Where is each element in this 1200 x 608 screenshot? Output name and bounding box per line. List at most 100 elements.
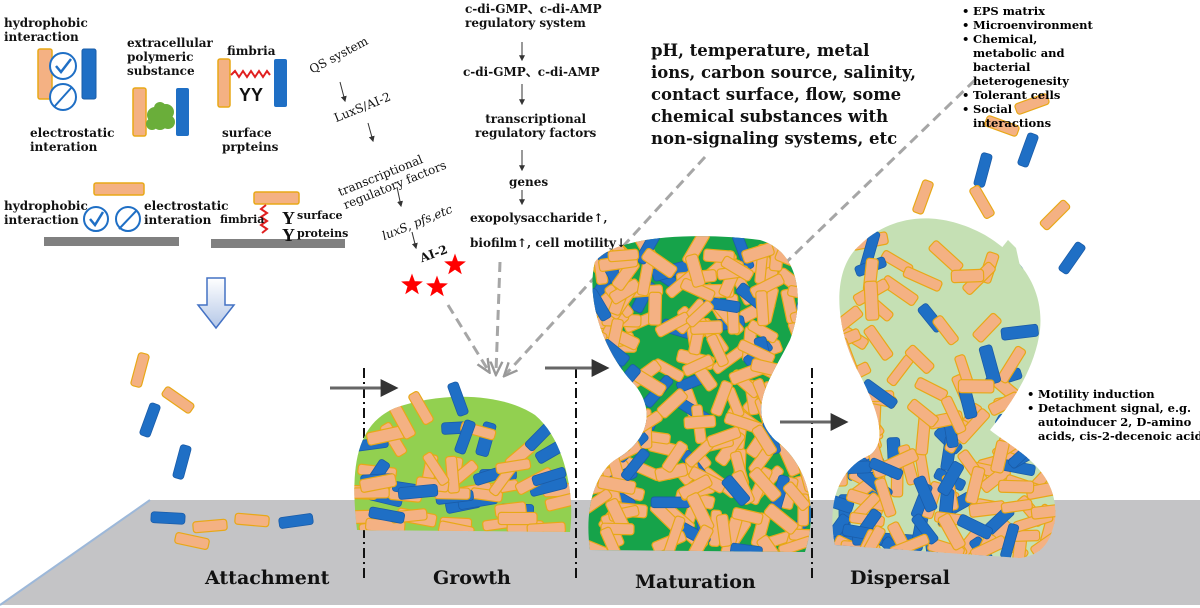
orange-bacterium — [588, 488, 613, 517]
qs-arrows — [339, 81, 418, 250]
orange-bacterium — [526, 521, 566, 532]
orange-bacterium — [957, 379, 995, 394]
maturation-factor-item: Tolerant cells — [962, 88, 1093, 102]
cdi-step-transcriptional: transcriptional regulatory factors — [475, 112, 597, 140]
legend-hydrophobic-top: hydrophobic interaction — [4, 16, 88, 44]
orange-bacterium — [940, 395, 967, 435]
orange-bacterium — [955, 408, 991, 445]
blue-bacterium — [978, 344, 1001, 385]
orange-bacterium — [161, 386, 195, 414]
blue-bacterium — [1000, 323, 1039, 341]
orange-bacterium — [731, 507, 764, 525]
blue-bacterium — [868, 457, 904, 481]
orange-bacterium — [778, 535, 811, 552]
orange-bacterium — [763, 503, 799, 535]
orange-bacterium — [950, 268, 985, 284]
maturation-factor-item: Social interactions — [962, 102, 1093, 130]
maturation-factor-item: Chemical, metabolic and bacterial hetero… — [962, 32, 1093, 88]
blue-bacterium — [368, 506, 406, 524]
orange-bacterium — [602, 416, 643, 434]
orange-bacterium — [641, 247, 678, 279]
legend-surface-top: surface prpteins — [222, 126, 279, 154]
orange-bacterium — [588, 372, 613, 404]
down-block-arrow — [196, 277, 236, 330]
orange-bacterium — [932, 315, 959, 346]
orange-bacterium — [588, 388, 607, 415]
orange-bacterium — [1039, 199, 1071, 231]
orange-bacterium — [776, 395, 805, 424]
orange-bacterium — [997, 345, 1027, 384]
dispersal-factor-item: Detachment signal, e.g. autoinducer 2, D… — [1027, 401, 1200, 443]
orange-bacterium — [654, 311, 691, 338]
orange-bacterium — [874, 477, 897, 518]
orange-bacterium — [832, 432, 859, 454]
stage-label-dispersal: Dispersal — [850, 567, 951, 589]
blue-bacterium — [1000, 523, 1020, 558]
legend-surface-bottom: surface — [297, 209, 343, 222]
orange-bacterium — [715, 513, 732, 548]
dispersal-factor-item: Motility induction — [1027, 387, 1200, 401]
svg-text:Y: Y — [282, 208, 295, 228]
orange-bacterium — [907, 398, 939, 428]
orange-bacterium — [863, 280, 880, 321]
legend-electrostatic-top: electrostatic interation — [30, 126, 115, 154]
orange-bacterium — [1027, 440, 1056, 465]
orange-bacterium — [779, 236, 811, 261]
orange-bacterium — [607, 248, 640, 263]
blue-bacterium — [832, 492, 855, 514]
orange-bacterium — [422, 451, 450, 486]
maturation-factor-item: Microenvironment — [962, 18, 1093, 32]
orange-bacterium — [408, 391, 434, 425]
orange-bacterium — [617, 413, 633, 452]
blue-bacterium — [1018, 243, 1050, 270]
orange-bacterium — [747, 319, 779, 344]
orange-bacterium — [1000, 498, 1033, 514]
orange-bacterium — [588, 426, 609, 460]
maturation-factors-list: EPS matrixMicroenvironmentChemical, meta… — [960, 4, 1093, 130]
orange-bacterium — [990, 439, 1010, 474]
orange-bacterium — [798, 367, 811, 409]
blue-bacterium — [937, 461, 964, 496]
orange-bacterium — [495, 458, 532, 475]
orange-bacterium — [359, 473, 398, 493]
stage-label-maturation: Maturation — [635, 571, 756, 593]
ai2-stars — [401, 253, 466, 297]
cdi-step-exopolysaccharide: exopolysaccharide↑, — [470, 211, 608, 225]
orange-bacterium — [787, 435, 811, 459]
orange-bacterium — [832, 413, 849, 447]
svg-text:Y: Y — [282, 225, 295, 245]
blue-bacterium — [150, 511, 186, 525]
stage-label-attachment: Attachment — [205, 567, 330, 589]
orange-bacterium — [937, 512, 966, 551]
orange-bacterium — [599, 430, 633, 452]
orange-bacterium — [773, 403, 811, 424]
legend-fimbria-bottom: fimbria — [220, 213, 265, 226]
orange-bacterium — [684, 253, 706, 288]
blue-bacterium — [172, 444, 192, 480]
blue-bacterium — [592, 372, 628, 395]
blue-bacterium — [911, 513, 939, 545]
orange-bacterium — [787, 320, 810, 358]
orange-bacterium — [904, 344, 935, 374]
orange-bacterium — [130, 352, 150, 388]
maturation-factor-item: EPS matrix — [962, 4, 1093, 18]
orange-bacterium — [656, 388, 688, 419]
stage-arrows — [330, 359, 849, 431]
blue-bacterium — [973, 152, 993, 188]
orange-bacterium — [688, 524, 714, 552]
orange-bacterium — [863, 324, 894, 361]
blue-bacterium — [139, 402, 161, 438]
orange-bacterium — [788, 343, 811, 375]
orange-bacterium — [588, 536, 608, 552]
blue-bacterium — [397, 483, 439, 500]
orange-bacterium — [748, 467, 782, 502]
orange-bacterium — [755, 290, 770, 327]
cdi-step-genes: genes — [509, 175, 549, 189]
orange-bacterium — [689, 320, 723, 335]
cdi-step-biofilm: biofilm↑, cell motility↓ — [470, 236, 627, 250]
orange-bacterium — [192, 518, 228, 534]
orange-bacterium — [782, 481, 811, 512]
orange-bacterium — [682, 354, 714, 377]
legend-hydrophobic-bottom: hydrophobic interaction — [4, 199, 88, 227]
